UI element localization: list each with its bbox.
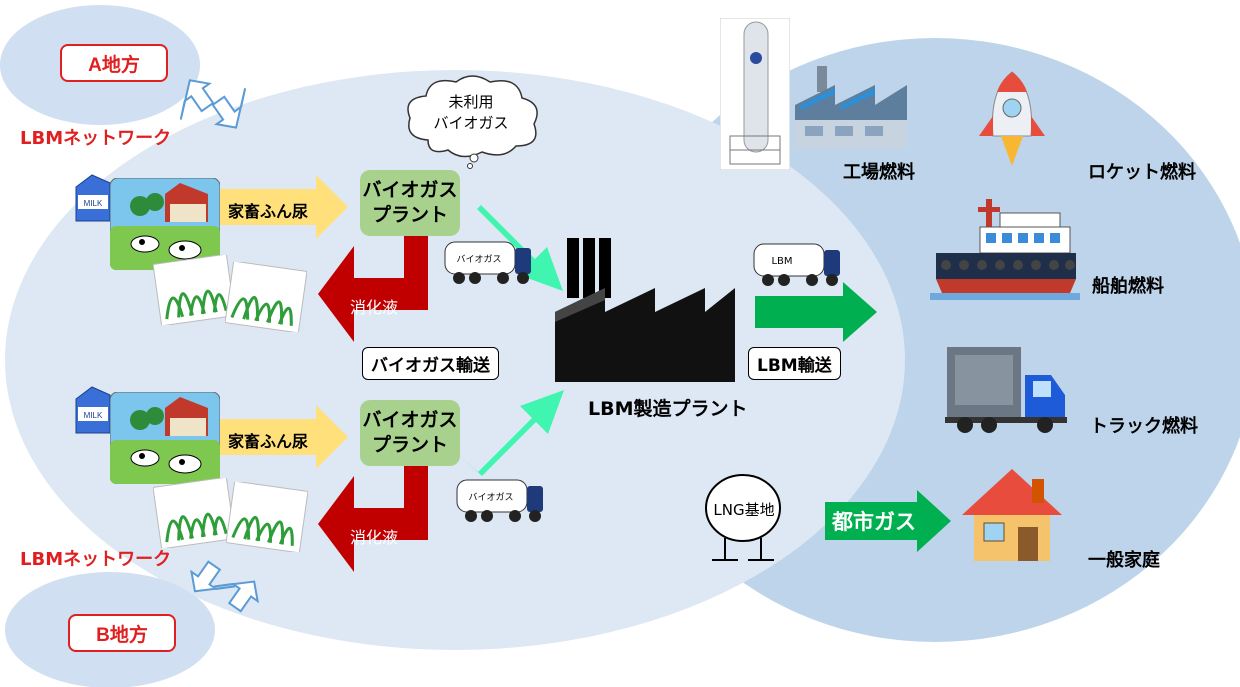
manure-arrow-top bbox=[220, 175, 348, 239]
truck-icon bbox=[945, 347, 1067, 433]
region-b-label: B地方 bbox=[68, 614, 176, 652]
biogas-truck-top: バイオガス bbox=[444, 241, 531, 284]
digestate-arrow-bottom bbox=[318, 466, 428, 572]
manure-label-top: 家畜ふん尿 bbox=[228, 202, 309, 221]
biogas-plant-bottom-line1: バイオガス bbox=[362, 409, 458, 431]
svg-text:LBM: LBM bbox=[771, 256, 792, 267]
grass-image-top-2 bbox=[225, 262, 307, 332]
manure-label-bottom: 家畜ふん尿 bbox=[228, 432, 309, 451]
svg-text:MILK: MILK bbox=[84, 411, 103, 420]
region-a-label: A地方 bbox=[60, 44, 168, 82]
lbm-transport-label: LBM輸送 bbox=[748, 347, 841, 380]
network-exchange-icon-top bbox=[179, 79, 247, 129]
lbm-plant-label: LBM製造プラント bbox=[588, 398, 748, 420]
svg-text:バイオガス: バイオガス bbox=[456, 254, 501, 265]
biogas-plant-top: バイオガス プラント bbox=[360, 170, 460, 236]
biogas-plant-bottom-line2: プラント bbox=[371, 434, 448, 456]
biogas-transport-label: バイオガス輸送 bbox=[362, 347, 499, 380]
milk-carton-icon-bottom: MILK bbox=[75, 386, 111, 434]
biogas-flow-arrow-bottom bbox=[460, 390, 564, 476]
grass-image-top-1 bbox=[153, 255, 235, 325]
house-icon bbox=[962, 469, 1062, 561]
milk-carton-icon-top: MILK bbox=[75, 174, 111, 222]
city-gas-arrow bbox=[825, 490, 951, 552]
biogas-plant-top-line2: プラント bbox=[371, 204, 448, 226]
cloud-text: 未利用 バイオガス bbox=[426, 92, 516, 134]
lbm-factory-icon bbox=[555, 238, 735, 382]
biogas-truck-bottom: バイオガス bbox=[456, 479, 543, 522]
dairy-farm-image-top bbox=[110, 178, 220, 270]
rocket-icon bbox=[979, 71, 1045, 166]
biogas-flow-arrow-top bbox=[459, 205, 563, 291]
ship-fuel-label: 船舶燃料 bbox=[1092, 276, 1164, 297]
grass-image-bottom-2 bbox=[226, 482, 308, 552]
svg-text:MILK: MILK bbox=[84, 199, 103, 208]
lbm-truck: LBM bbox=[753, 243, 840, 286]
network-exchange-icon-bottom bbox=[190, 560, 260, 613]
lbm-network-bottom-label: LBMネットワーク bbox=[20, 549, 172, 570]
lng-base-label: LNG基地 bbox=[713, 501, 775, 519]
lbm-network-top-label: LBMネットワーク bbox=[20, 128, 172, 149]
unused-biogas-cloud bbox=[407, 75, 538, 169]
cloud-line1: 未利用 bbox=[448, 93, 494, 111]
truck-fuel-label: トラック燃料 bbox=[1090, 416, 1198, 437]
ship-icon bbox=[930, 199, 1080, 300]
digestate-label-top: 消化液 bbox=[350, 298, 399, 317]
lbm-green-arrow bbox=[755, 282, 877, 342]
rocket-fuel-label: ロケット燃料 bbox=[1088, 162, 1196, 183]
factory-fuel-label: 工場燃料 bbox=[843, 162, 915, 183]
biogas-plant-bottom: バイオガス プラント bbox=[360, 400, 460, 466]
factory-icon bbox=[795, 66, 907, 148]
digestate-label-bottom: 消化液 bbox=[350, 528, 399, 547]
dairy-farm-image-bottom bbox=[110, 392, 220, 484]
city-gas-label: 都市ガス bbox=[832, 510, 916, 534]
digestate-arrow-top bbox=[318, 236, 428, 342]
biogas-plant-top-line1: バイオガス bbox=[362, 179, 458, 201]
grass-image-bottom-1 bbox=[153, 478, 235, 548]
manure-arrow-bottom bbox=[220, 405, 348, 469]
lng-storage-tank-icon bbox=[720, 18, 790, 170]
svg-text:バイオガス: バイオガス bbox=[468, 492, 513, 503]
lng-base-icon bbox=[705, 474, 781, 561]
home-label: 一般家庭 bbox=[1088, 550, 1160, 571]
cloud-line2: バイオガス bbox=[433, 114, 509, 132]
